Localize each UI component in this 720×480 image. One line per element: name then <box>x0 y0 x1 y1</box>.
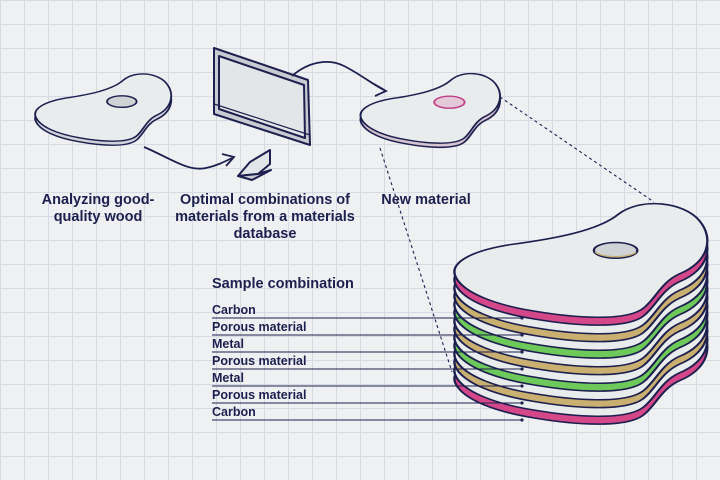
layer-slab <box>453 202 709 327</box>
label-optimal-combinations: Optimal combinations of materials from a… <box>175 192 355 242</box>
leader-dot <box>520 384 524 388</box>
sample-combination-title: Sample combination <box>212 276 354 292</box>
wood-piece-icon <box>34 72 173 147</box>
layer-leader-lines <box>212 316 524 422</box>
label-analyzing-wood: Analyzing good-quality wood <box>41 192 155 225</box>
layer-stack <box>453 202 709 426</box>
leader-dot <box>520 350 524 354</box>
layer-label: Carbon <box>212 405 256 419</box>
leader-dot <box>520 333 524 337</box>
arrow-to-computer-icon <box>143 146 236 170</box>
layer-label: Metal <box>212 337 244 351</box>
layer-label: Porous material <box>212 388 307 402</box>
computer-monitor-icon <box>213 47 311 181</box>
new-material-piece-icon <box>359 72 501 149</box>
layer-label: Porous material <box>212 354 307 368</box>
layer-label: Carbon <box>212 303 256 317</box>
label-new-material: New material <box>381 192 471 208</box>
leader-dot <box>520 418 524 422</box>
leader-dot <box>520 367 524 371</box>
leader-dot <box>520 316 524 320</box>
layer-label: Metal <box>212 371 244 385</box>
zoom-dashed-lines <box>379 96 655 373</box>
layer-label: Porous material <box>212 320 307 334</box>
arrow-to-new-material-icon <box>291 61 388 97</box>
leader-dot <box>520 401 524 405</box>
